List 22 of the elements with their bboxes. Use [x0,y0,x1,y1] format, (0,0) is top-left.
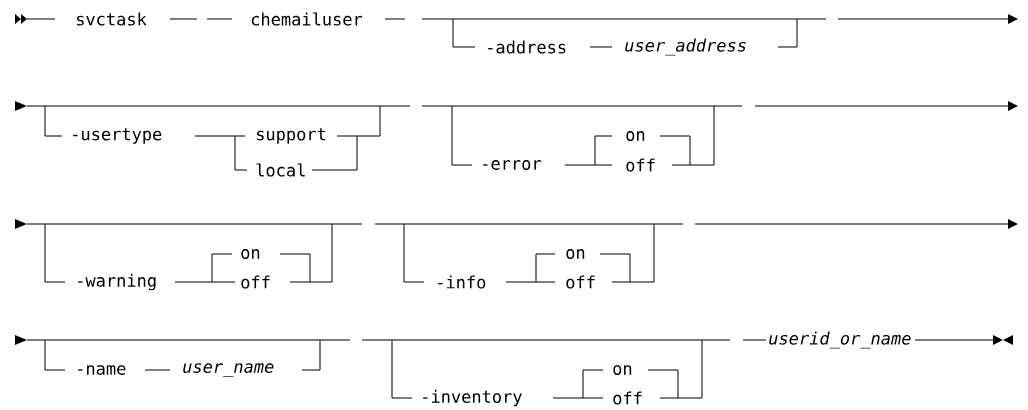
keyword: -warning [78,273,156,291]
keyword: off [613,391,642,405]
parameter-value: userid_or_name [769,331,911,349]
parameter-value: user_address [625,38,746,56]
keyword: -info [438,275,486,289]
keyword: -usertype [73,128,162,144]
command-name: chemailuser [251,12,363,26]
keyword: support [257,128,326,144]
keyword: on [566,249,585,259]
keyword: on [626,131,645,141]
keyword: off [566,275,595,289]
keyword: off [626,158,655,172]
keyword: -name [78,365,126,375]
parameter-value: user_name [183,363,274,377]
keyword: on [613,365,632,375]
keyword: off [241,275,270,289]
keyword: on [241,249,260,259]
keyword: -error [483,160,541,170]
keyword: -inventory [423,389,522,407]
keyword: local [256,163,305,177]
keyword: -address [488,40,566,54]
command-name: svctask [76,12,147,26]
